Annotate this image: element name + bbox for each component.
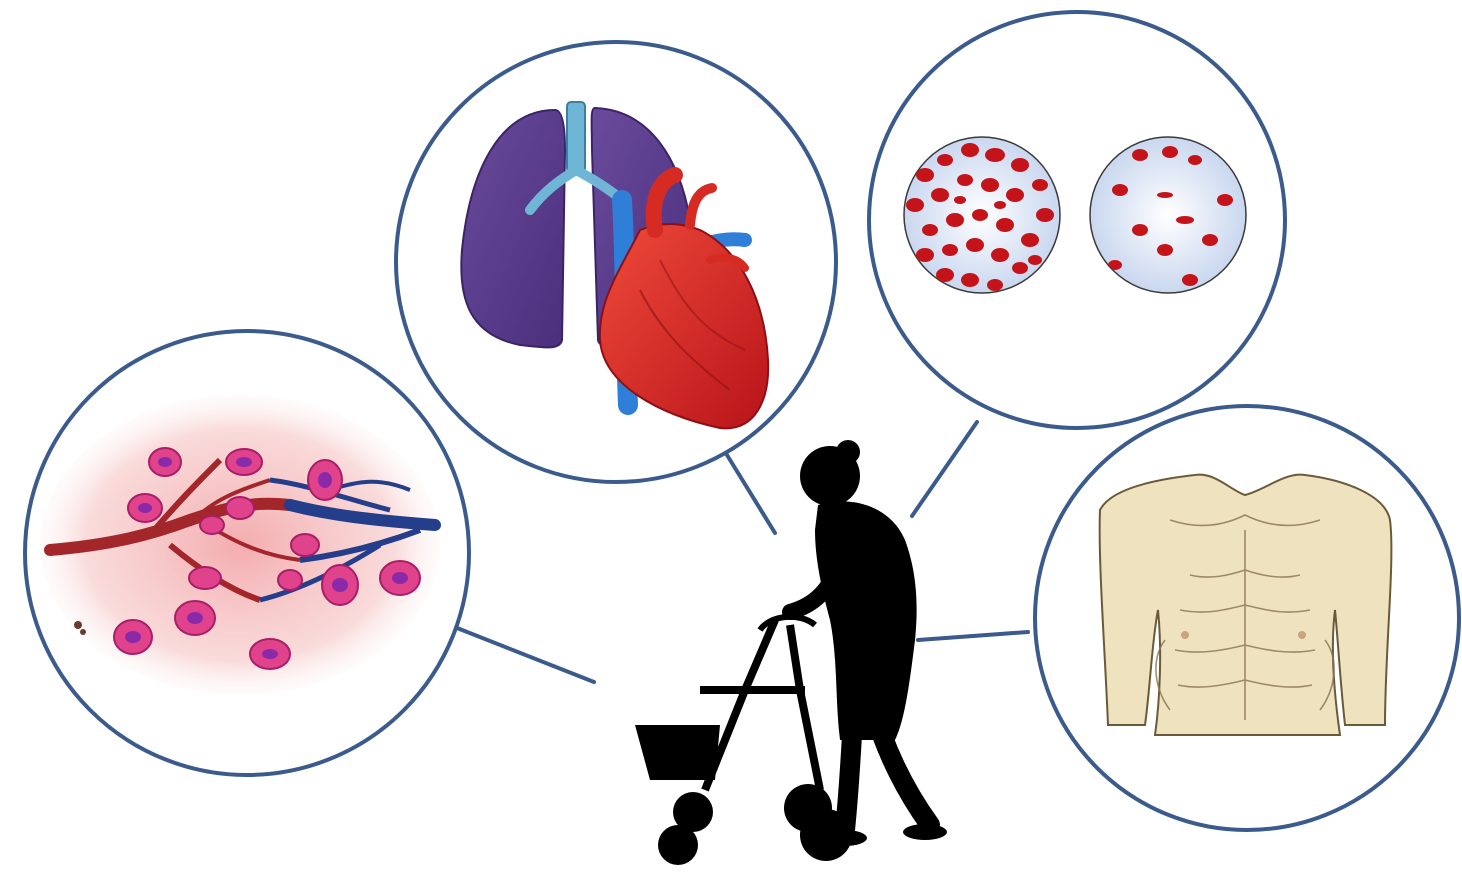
node-blood-cells — [869, 12, 1285, 428]
connector-heart-lungs — [727, 455, 775, 533]
inflamed-blood-vessels-icon — [40, 395, 440, 695]
node-heart-lungs — [396, 42, 836, 482]
connector-muscle-wasting — [918, 632, 1028, 640]
node-muscle-wasting — [1035, 406, 1459, 830]
elderly-person-with-rollator-icon — [635, 440, 947, 865]
connector-blood-cells — [912, 422, 977, 516]
connector-inflammation — [457, 628, 594, 682]
emaciated-torso-icon — [1100, 475, 1392, 735]
node-inflammation-vessels — [25, 331, 469, 775]
